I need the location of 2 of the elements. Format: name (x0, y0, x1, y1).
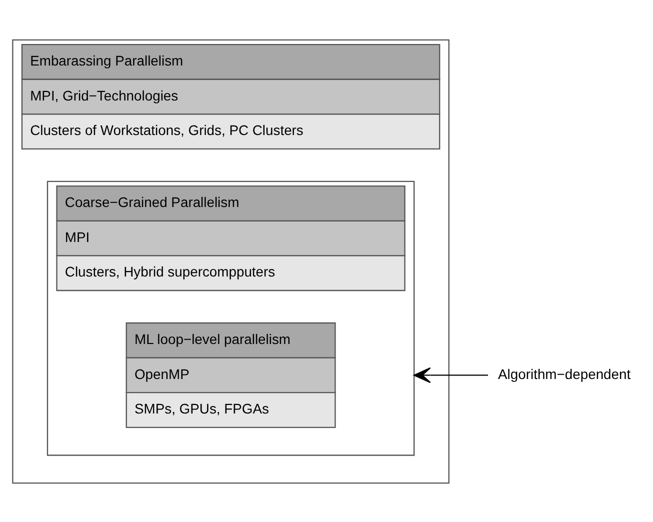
arrow (414, 366, 488, 383)
node-text: Algorithm−dependent (498, 365, 631, 382)
